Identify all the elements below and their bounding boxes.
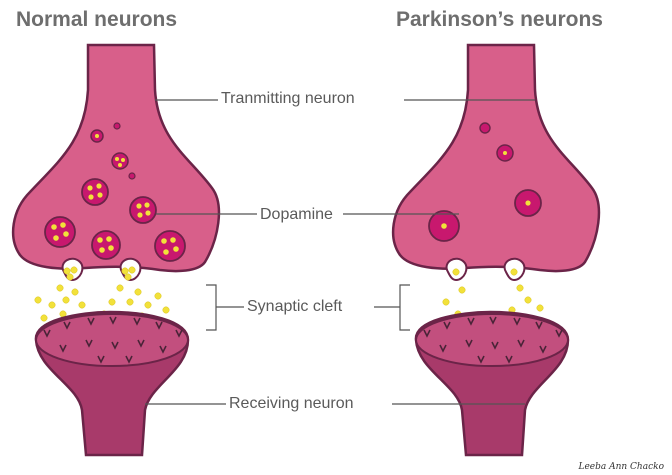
vesicle: [92, 231, 120, 259]
vesicle: [515, 190, 541, 216]
bracket-cleft-right: [374, 285, 410, 330]
normal-neurons-group: [13, 45, 219, 455]
vesicle: [114, 123, 120, 129]
receiving-neuron-label: Receiving neuron: [226, 395, 357, 413]
parkinsons-transmitting-neuron: [393, 45, 599, 271]
normal-neurons-heading: Normal neurons: [16, 8, 177, 32]
transmitting-neuron-label: Tranmitting neuron: [218, 90, 358, 108]
vesicle: [480, 123, 490, 133]
parkinsons-neurons-heading: Parkinson’s neurons: [396, 8, 603, 32]
parkinsons-neurons-group: [393, 45, 599, 455]
synaptic-cleft-label: Synaptic cleft: [244, 298, 345, 316]
vesicle: [82, 179, 108, 205]
vesicle: [129, 173, 135, 179]
vesicle: [155, 231, 185, 261]
artist-signature: Leeba Ann Chacko: [578, 462, 664, 472]
vesicle: [429, 211, 459, 241]
bracket-cleft-left: [206, 285, 244, 330]
vesicle: [45, 217, 75, 247]
vesicle: [497, 145, 513, 161]
vesicle: [130, 197, 156, 223]
vesicle: [91, 130, 103, 142]
vesicle: [112, 153, 128, 169]
dopamine-label: Dopamine: [257, 206, 336, 224]
